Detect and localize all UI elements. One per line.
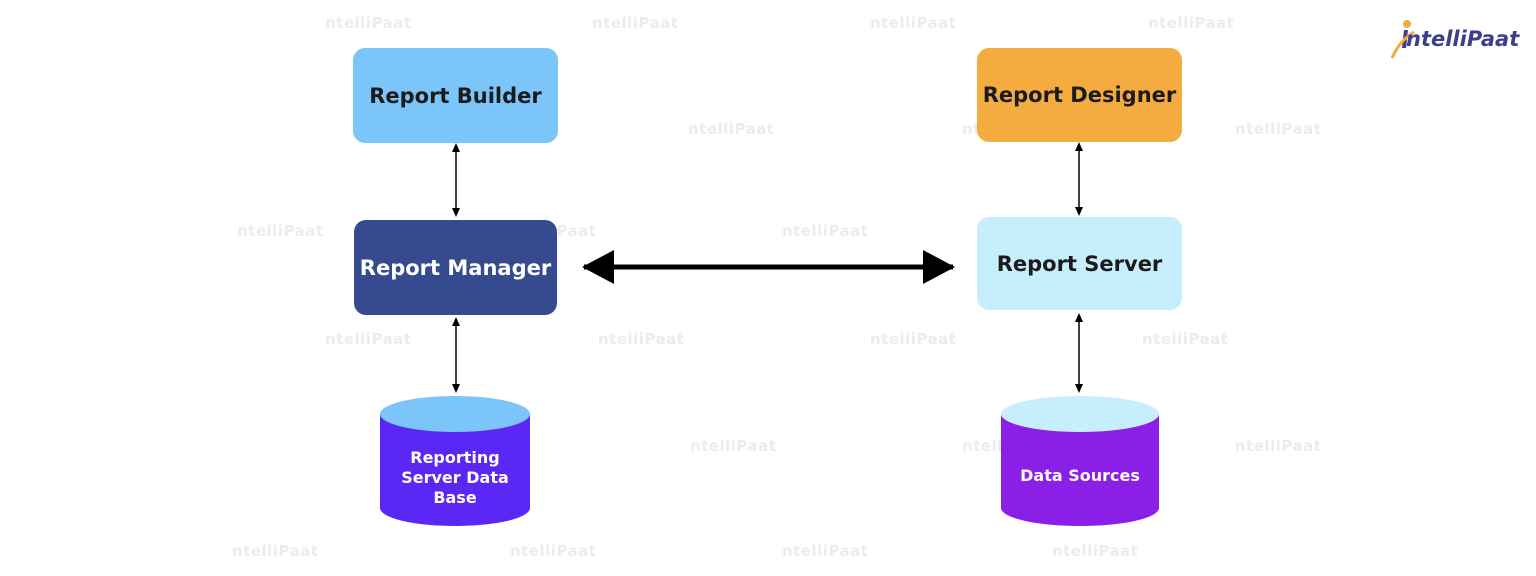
watermark: ntelliPaat: [688, 120, 775, 138]
watermark: ntelliPaat: [870, 14, 957, 32]
watermark: ntelliPaat: [592, 14, 679, 32]
watermark: ntelliPaat: [232, 542, 319, 560]
watermark: ntelliPaat: [690, 437, 777, 455]
watermark: ntelliPaat: [325, 14, 412, 32]
watermark: ntelliPaat: [325, 330, 412, 348]
reporting-database-label: Reporting Server Data Base: [380, 448, 530, 508]
intellipaat-logo: ntelliPaat: [1390, 18, 1520, 62]
data-sources-label: Data Sources: [1020, 466, 1140, 485]
report-server-label: Report Server: [996, 251, 1163, 276]
database-icon: [1001, 396, 1159, 526]
report-builder-label: Report Builder: [369, 83, 542, 108]
report-server-box: Report Server: [977, 217, 1182, 310]
watermark: ntelliPaat: [870, 330, 957, 348]
logo-figure-icon: [1390, 20, 1415, 59]
watermark: ntelliPaat: [237, 222, 324, 240]
logo-text: ntelliPaat: [1406, 27, 1520, 51]
report-designer-box: Report Designer: [977, 48, 1182, 142]
watermark: ntelliPaat: [1235, 120, 1322, 138]
watermark: ntelliPaat: [1148, 14, 1235, 32]
watermark: ntelliPaat: [782, 222, 869, 240]
watermark: ntelliPaat: [598, 330, 685, 348]
data-sources-cylinder: Data Sources: [1001, 396, 1159, 526]
watermark: ntelliPaat: [1052, 542, 1139, 560]
reporting-database-label-line: Base: [433, 488, 477, 507]
watermark: ntelliPaat: [1235, 437, 1322, 455]
report-manager-label: Report Manager: [359, 255, 552, 280]
database-icon: [380, 396, 530, 526]
watermark: ntelliPaat: [510, 542, 597, 560]
reporting-database-label-line: Server Data: [401, 468, 509, 487]
reporting-database-label-line: Reporting: [410, 448, 500, 467]
report-builder-box: Report Builder: [353, 48, 558, 143]
watermark: ntelliPaat: [1142, 330, 1229, 348]
report-manager-box: Report Manager: [354, 220, 557, 315]
watermark: ntelliPaat: [782, 542, 869, 560]
reporting-database-cylinder: Reporting Server Data Base: [380, 396, 530, 526]
report-designer-label: Report Designer: [982, 83, 1177, 107]
